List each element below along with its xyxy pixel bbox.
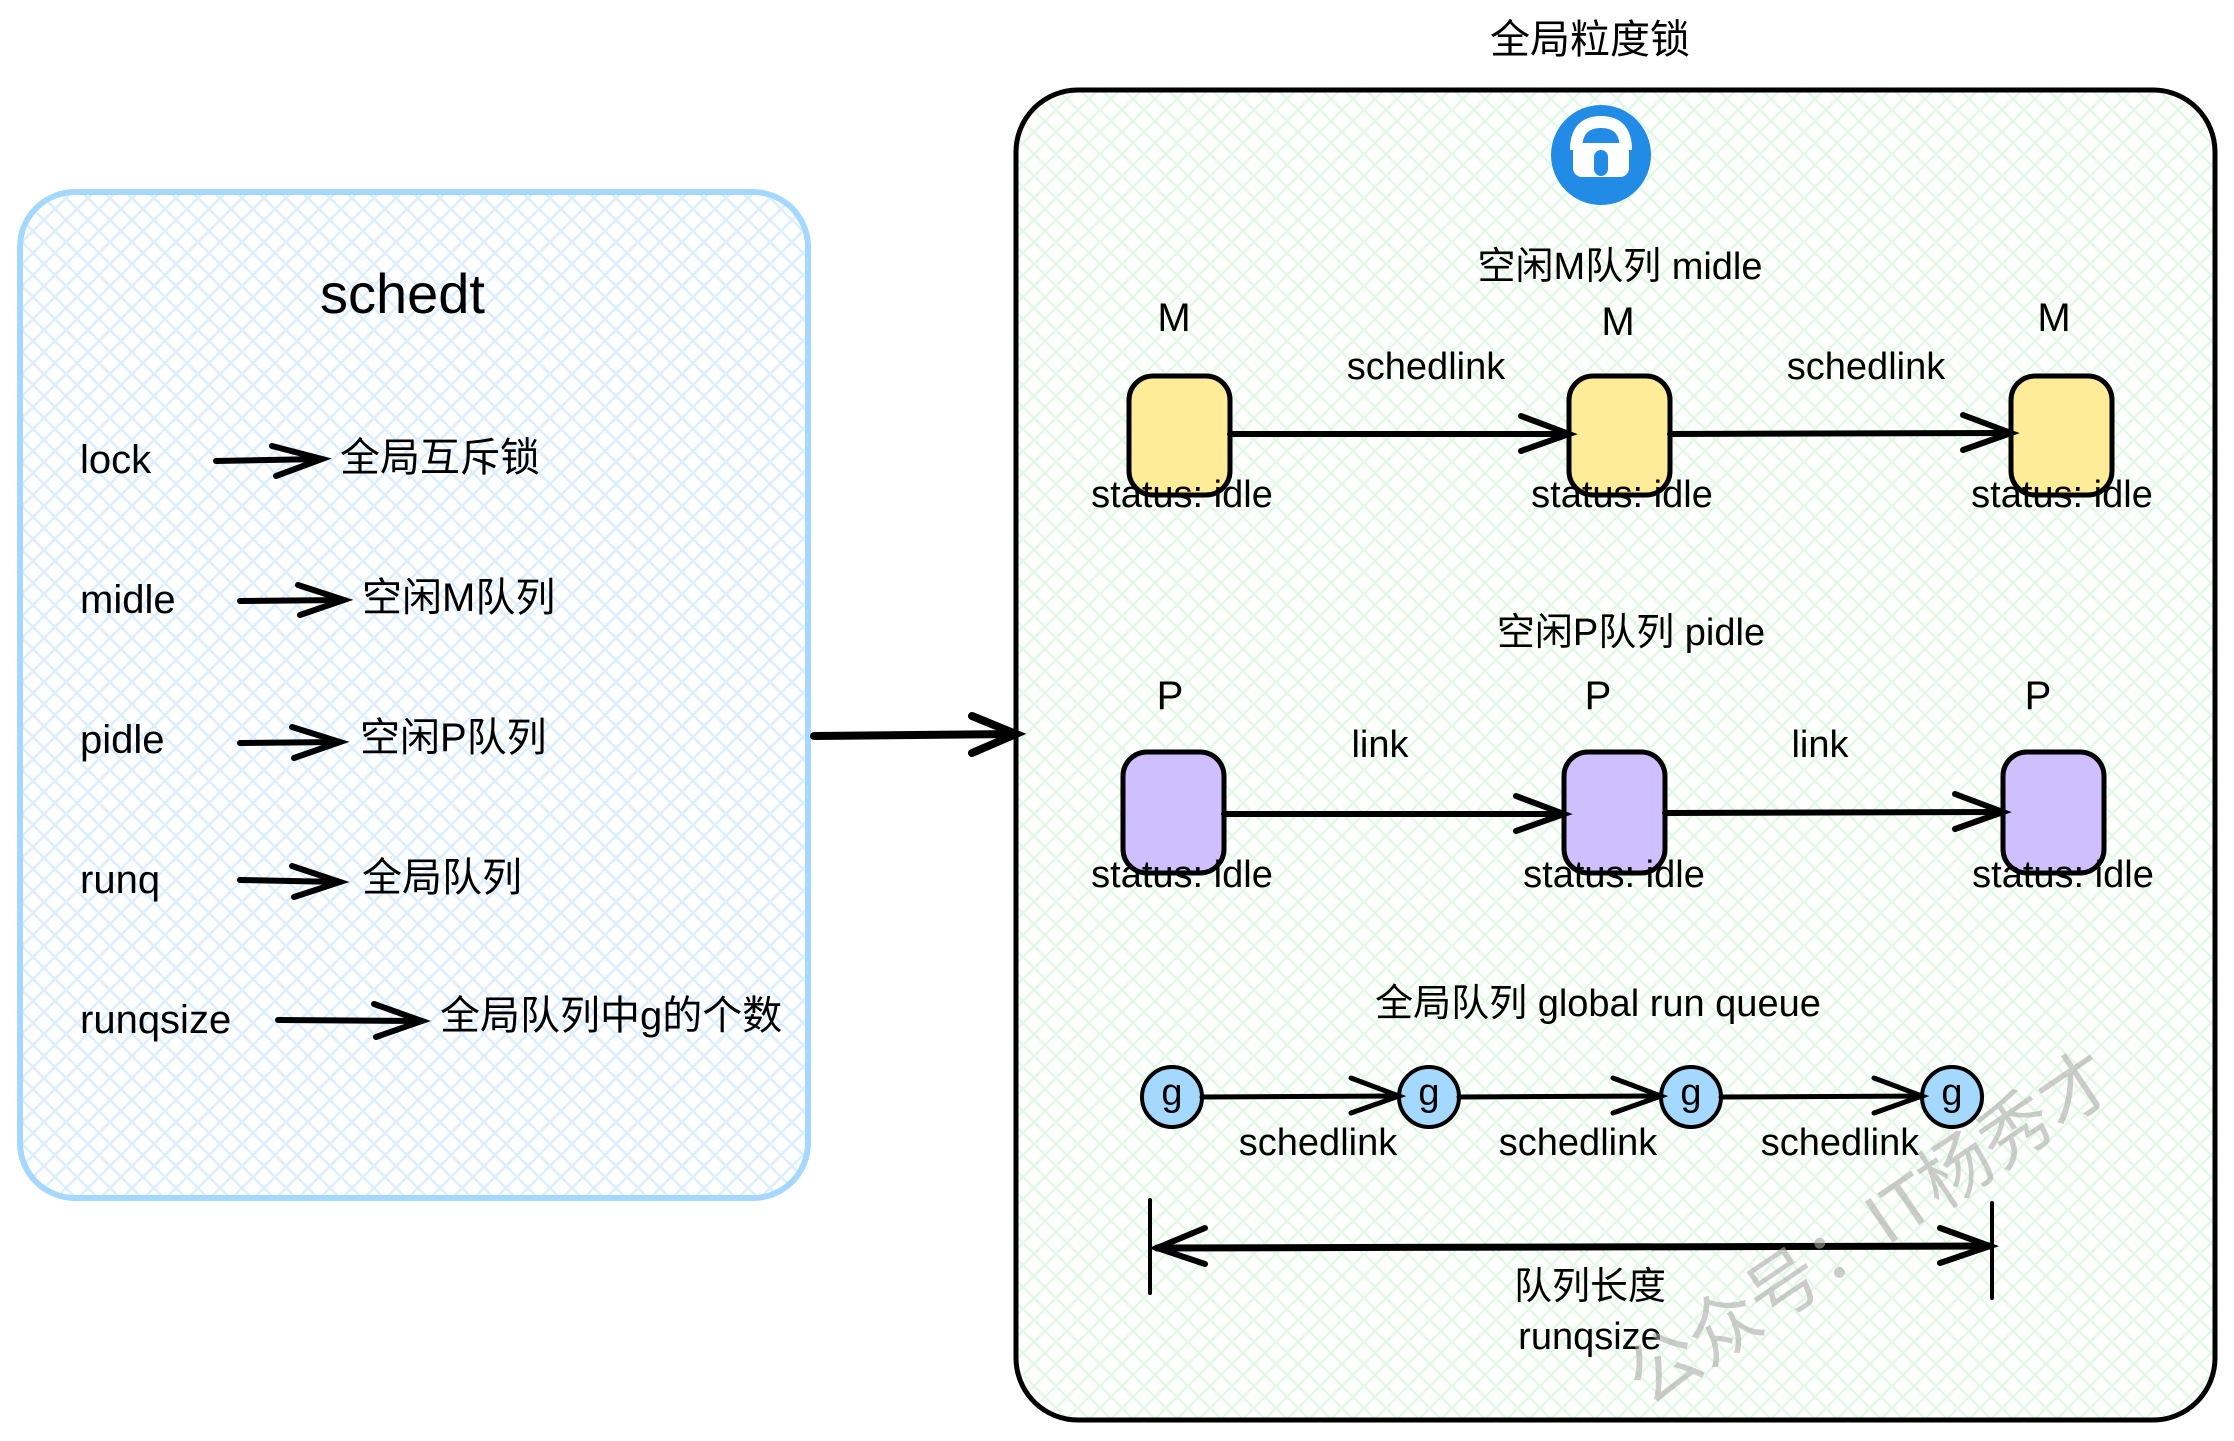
field-desc: 空闲P队列: [360, 716, 547, 760]
m-link-label: schedlink: [1346, 346, 1506, 388]
runq-heading: 全局队列 global run queue: [1375, 983, 1821, 1025]
field-name: pidle: [80, 718, 165, 762]
m-node-status: status: idle: [1971, 474, 2153, 516]
p-node-label: P: [1156, 674, 1184, 718]
field-name: runq: [80, 858, 161, 902]
g-node-label: g: [1941, 1072, 1963, 1114]
length-right-arrowhead: [1937, 1225, 2000, 1266]
midle-heading: 空闲M队列 midle: [1477, 246, 1763, 288]
lock-field-arrow: [213, 443, 333, 479]
p-link-label: link: [1351, 724, 1409, 766]
field-name: lock: [80, 438, 152, 482]
length-left-arrowhead: [1148, 1225, 1208, 1267]
m-node-status: status: idle: [1091, 474, 1273, 516]
field-desc: 全局队列中g的个数: [440, 994, 783, 1038]
p-node-status: status: idle: [1523, 854, 1705, 896]
p-link-label: link: [1791, 724, 1849, 766]
queue-length-label: 队列长度: [1513, 1266, 1667, 1308]
p-link-arrow: [1221, 793, 1573, 834]
panel-title: 全局粒度锁: [1490, 18, 1690, 62]
runqsize-field-arrow: [275, 1001, 432, 1040]
g-link-label: schedlink: [1760, 1122, 1920, 1164]
m-node-label: M: [1601, 300, 1635, 344]
lock-icon: [1551, 105, 1651, 205]
runq-field-arrow: [237, 863, 350, 900]
m-node-status: status: idle: [1531, 474, 1713, 516]
p-link-arrow: [1662, 791, 2012, 832]
queue-length-field: runqsize: [1518, 1316, 1662, 1358]
pidle-heading: 空闲P队列 pidle: [1496, 612, 1766, 654]
g-link-arrow: [1718, 1075, 1930, 1116]
g-node-label: g: [1161, 1072, 1183, 1114]
g-link-arrow: [1456, 1075, 1669, 1116]
p-node-status: status: idle: [1972, 854, 2154, 896]
m-link-arrow: [1667, 412, 2020, 453]
field-desc: 全局队列: [362, 856, 522, 900]
g-node-label: g: [1418, 1072, 1440, 1114]
m-node-label: M: [1157, 296, 1191, 340]
g-node-label: g: [1680, 1072, 1702, 1114]
p-node-label: P: [1584, 674, 1612, 718]
p-node-label: P: [2024, 674, 2052, 718]
schedt-to-panel-arrow: [810, 712, 1027, 757]
pidle-field-arrow: [237, 724, 350, 761]
m-link-label: schedlink: [1786, 346, 1946, 388]
m-link-arrow: [1227, 413, 1578, 454]
m-node-label: M: [2037, 296, 2071, 340]
p-node-status: status: idle: [1091, 854, 1273, 896]
length-double-arrow: [1153, 1242, 1994, 1252]
schedt-title: schedt: [320, 262, 485, 325]
midle-field-arrow: [237, 582, 354, 618]
field-desc: 全局互斥锁: [340, 436, 540, 480]
schedt-box: [17, 189, 811, 1201]
field-name: midle: [80, 578, 176, 622]
g-link-label: schedlink: [1238, 1122, 1398, 1164]
field-desc: 空闲M队列: [362, 576, 556, 620]
runqsize-length-indicator: [1148, 1198, 2000, 1300]
g-link-arrow: [1199, 1075, 1407, 1116]
field-name: runqsize: [80, 998, 232, 1042]
g-link-label: schedlink: [1498, 1122, 1658, 1164]
